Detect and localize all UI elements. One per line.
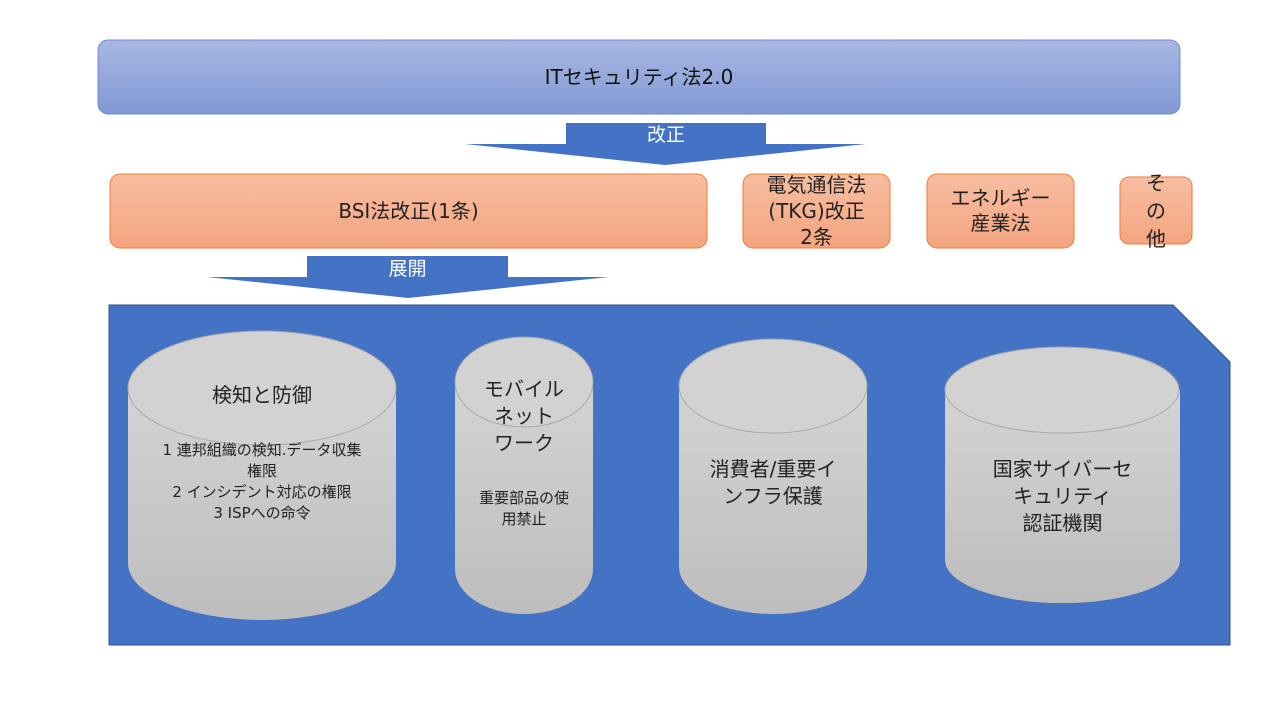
energy-law-label: エネルギー 産業法	[950, 186, 1051, 235]
cylinder-mobile	[454, 336, 594, 614]
amend-arrow	[465, 123, 866, 165]
pillar-title-detection: 検知と防御	[212, 382, 312, 407]
expand-label: 展開	[388, 258, 427, 281]
cylinder-certification	[944, 346, 1180, 604]
pillar-body-detection: 1 連邦組織の検知.データ収集 権限 2 インシデント対応の権限 3 ISPへの…	[162, 441, 362, 522]
cylinder-detection	[127, 330, 397, 620]
amend-label: 改正	[646, 124, 685, 147]
title-box	[97, 39, 1181, 115]
diagram-title: ITセキュリティ法2.0	[544, 64, 734, 89]
expand-arrow	[207, 256, 609, 298]
other-law-label: そ の 他	[1146, 170, 1166, 251]
pillar-title-mobile: モバイル ネット ワーク	[484, 376, 564, 455]
energy-law-box	[926, 173, 1075, 249]
cylinder-consumer	[678, 338, 868, 614]
pillar-body-mobile: 重要部品の使 用禁止	[478, 489, 569, 528]
pillar-title-consumer: 消費者/重要イ ンフラ保護	[709, 457, 837, 508]
pillar-title-certification: 国家サイバーセ キュリティ 認証機関	[992, 456, 1133, 535]
other-law-box	[1119, 176, 1193, 245]
bsi-law-box	[109, 173, 708, 249]
tkg-law-box	[742, 173, 891, 249]
bsi-law-label: BSI法改正(1条)	[338, 198, 479, 223]
tkg-law-label: 電気通信法 (TKG)改正 2条	[766, 173, 867, 249]
